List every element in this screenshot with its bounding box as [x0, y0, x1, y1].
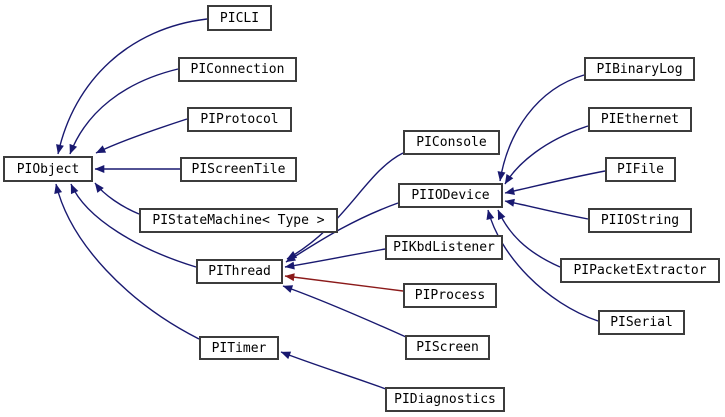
node-PIScreen[interactable]: PIScreen	[405, 335, 490, 360]
node-PIFile[interactable]: PIFile	[605, 157, 676, 182]
node-PIBinaryLog[interactable]: PIBinaryLog	[584, 57, 695, 81]
node-PITimer[interactable]: PITimer	[199, 336, 279, 360]
node-PIEthernet[interactable]: PIEthernet	[588, 107, 692, 132]
edge-PIDiagnostics-to-PITimer	[280, 351, 387, 390]
edge-PIProtocol-to-PIObject	[95, 118, 188, 154]
node-PIDiagnostics[interactable]: PIDiagnostics	[385, 387, 505, 412]
edge-group	[54, 18, 606, 390]
edge-PICLI-to-PIObject	[56, 18, 208, 155]
node-PIKbdListener[interactable]: PIKbdListener	[385, 235, 503, 260]
edge-PIFile-to-PIIODevice	[504, 170, 606, 195]
node-PIThread[interactable]: PIThread	[196, 259, 283, 284]
edge-PIIOString-to-PIIODevice	[504, 198, 589, 220]
node-PIObject[interactable]: PIObject	[3, 156, 93, 182]
node-PIProtocol[interactable]: PIProtocol	[187, 107, 292, 132]
edge-PIEthernet-to-PIIODevice	[504, 125, 589, 185]
node-PIProcess[interactable]: PIProcess	[403, 283, 497, 308]
node-PIIODevice[interactable]: PIIODevice	[398, 183, 503, 208]
edge-PIPacketExtractor-to-PIIODevice	[497, 209, 561, 268]
edge-PIConsole-to-PIThread	[286, 152, 404, 260]
node-PIStateMachine[interactable]: PIStateMachine< Type >	[139, 208, 338, 233]
edge-PIKbdListener-to-PIThread	[284, 248, 386, 270]
edge-PISerial-to-PIIODevice	[486, 209, 599, 322]
node-PIConnection[interactable]: PIConnection	[178, 57, 297, 82]
node-PIIOString[interactable]: PIIOString	[588, 208, 692, 233]
node-PIScreenTile[interactable]: PIScreenTile	[180, 157, 297, 182]
edge-PIStateMachine-to-PIObject	[94, 182, 140, 215]
edge-PIScreen-to-PIThread	[282, 285, 407, 338]
node-PIConsole[interactable]: PIConsole	[403, 130, 500, 155]
edge-PIProcess-to-PIThread	[284, 273, 404, 292]
edge-PITimer-to-PIObject	[54, 183, 200, 340]
node-PIPacketExtractor[interactable]: PIPacketExtractor	[560, 258, 720, 283]
edge-PIConnection-to-PIObject	[69, 68, 179, 155]
node-PISerial[interactable]: PISerial	[598, 310, 685, 335]
edge-PIBinaryLog-to-PIIODevice	[497, 74, 585, 182]
edge-PIThread-to-PIObject	[70, 183, 197, 268]
node-PICLI[interactable]: PICLI	[207, 5, 272, 31]
edge-PIIODevice-to-PIThread	[285, 202, 399, 263]
